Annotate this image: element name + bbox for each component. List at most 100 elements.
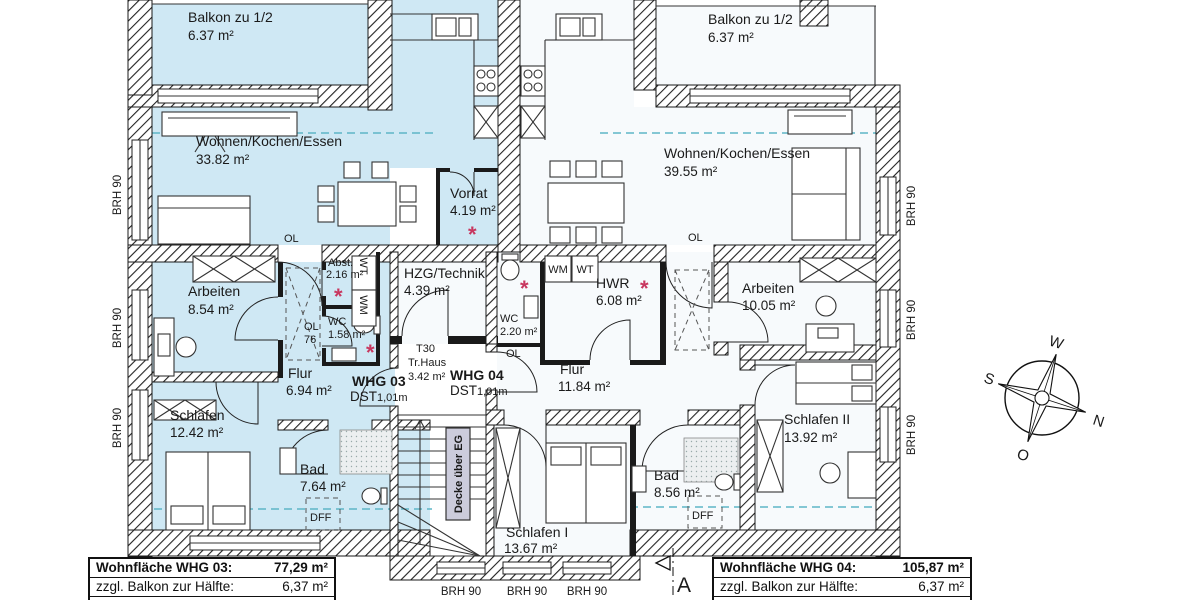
- brh-labels: BRH 90 BRH 90 BRH 90 BRH 90 BRH 90 BRH 9…: [112, 175, 918, 598]
- schlafen2-area: 13.92 m²: [784, 430, 838, 445]
- balcony03-area: 6.37 m²: [188, 28, 234, 43]
- row-label: zzgl. Balkon zur Hälfte:: [720, 579, 859, 594]
- balcony04-area: 6.37 m²: [708, 30, 754, 45]
- schlafen2-name: Schlafen II: [784, 411, 850, 427]
- brh-right-2: BRH 90: [906, 300, 918, 340]
- arbeiten03-area: 8.54 m²: [188, 302, 234, 317]
- compass-rose: N S W O: [982, 333, 1107, 466]
- balcony03-name: Balkon zu 1/2: [188, 9, 273, 25]
- dashed-closets: [285, 267, 723, 531]
- brh-left-2: BRH 90: [112, 308, 124, 348]
- abst-area: 2.16 m²: [326, 269, 364, 281]
- row-label: Wohnfläche WHG 04:: [720, 560, 857, 575]
- row-label: zzgl. Balkon zur Hälfte:: [96, 579, 235, 594]
- abst-wt: WT: [357, 257, 369, 274]
- kitchen-left: [390, 13, 499, 140]
- flur04-name: Flur: [560, 361, 584, 377]
- schlafen1-furniture: [495, 427, 627, 529]
- abst-wm: WM: [357, 295, 369, 315]
- brh-bottom-1: BRH 90: [441, 586, 481, 598]
- ol-label-center: OL: [506, 348, 521, 360]
- schlafen03-name: Schlafen: [170, 407, 224, 423]
- dff04-label: DFF: [692, 510, 714, 522]
- sanitary-fixtures: [279, 253, 741, 505]
- brh-left-1: BRH 90: [112, 175, 124, 215]
- asterisk-wc03: *: [366, 340, 375, 365]
- table-row: Wohnfläche WHG 03: 77,29 m²: [90, 559, 334, 578]
- ol-label-04: OL: [688, 232, 703, 244]
- bad03-area: 7.64 m²: [300, 479, 346, 494]
- section-marker: A: [654, 548, 691, 597]
- wc03-area: 1.58 m²: [328, 329, 366, 341]
- trhaus-name: Tr.Haus: [408, 357, 447, 369]
- whg04-label: WHG 04: [450, 367, 504, 383]
- vorrat-area: 4.19 m²: [450, 203, 496, 218]
- asterisk-wc04: *: [520, 276, 529, 301]
- brh-left-3: BRH 90: [112, 408, 124, 448]
- whg03-dst: DST1,01m: [350, 389, 408, 404]
- table-row: zzgl. Balkon zur Hälfte: 6,37 m²: [90, 578, 334, 597]
- arbeiten04-furniture: [799, 257, 877, 353]
- living03-name: Wohnen/Kochen/Essen: [196, 133, 342, 149]
- compass-w: W: [1047, 333, 1067, 354]
- compass-s: S: [982, 370, 997, 389]
- schlafen03-area: 12.42 m²: [170, 425, 224, 440]
- bad04-area: 8.56 m²: [654, 485, 700, 500]
- living03-furniture: [157, 111, 417, 245]
- brh-bottom-3: BRH 90: [567, 586, 607, 598]
- section-marker-letter: A: [677, 574, 691, 597]
- flur04-area: 11.84 m²: [558, 379, 611, 394]
- schlafen03-furniture: [153, 399, 251, 531]
- living04-name: Wohnen/Kochen/Essen: [664, 145, 810, 161]
- flur03-name: Flur: [288, 365, 312, 381]
- trhaus-area: 3.42 m²: [408, 371, 446, 383]
- bad03-name: Bad: [300, 461, 325, 477]
- wc04-area: 2.20 m²: [500, 326, 538, 338]
- brh-right-3: BRH 90: [906, 415, 918, 455]
- abst-name: Abst.: [328, 257, 353, 269]
- doors: [215, 171, 796, 475]
- asterisk-vorrat: *: [468, 222, 477, 247]
- hzg-name: HZG/Technik: [404, 265, 486, 281]
- brh-right-1: BRH 90: [906, 186, 918, 226]
- row-value: 83,66 m²: [274, 598, 328, 600]
- schlafen1-name: Schlafen I: [506, 524, 568, 540]
- schlafen2-furniture: [756, 361, 877, 499]
- hwr-wm: WM: [548, 264, 568, 276]
- whg04-dst: DST1,01m: [450, 383, 508, 398]
- row-value: 6,37 m²: [282, 579, 328, 594]
- wc03-name: WC: [328, 316, 346, 328]
- living03-area: 33.82 m²: [196, 152, 250, 167]
- living04-area: 39.55 m²: [664, 164, 718, 179]
- arbeiten04-name: Arbeiten: [742, 280, 794, 296]
- windows: [131, 88, 897, 575]
- row-label: Gesamt:: [720, 598, 774, 600]
- brh-bottom-2: BRH 90: [507, 586, 547, 598]
- t30-label: T30: [416, 343, 435, 355]
- row-label: Wohnfläche WHG 03:: [96, 560, 233, 575]
- row-value: 105,87 m²: [902, 560, 964, 575]
- decke-ueber-eg-label: Decke über EG: [453, 435, 465, 513]
- room-labels: Balkon zu 1/2 6.37 m² Balkon zu 1/2 6.37…: [170, 9, 850, 556]
- compass-n: N: [1091, 412, 1107, 432]
- dff03-label: DFF: [310, 512, 332, 524]
- hzg-area: 4.39 m²: [404, 283, 450, 298]
- whg03-label: WHG 03: [352, 373, 406, 389]
- row-label: Gesamt:: [96, 598, 150, 600]
- bad04-name: Bad: [654, 467, 679, 483]
- vorrat-name: Vorrat: [450, 185, 487, 201]
- hwr-area: 6.08 m²: [596, 293, 642, 308]
- decke-ueber-eg-box: [445, 427, 471, 521]
- hwr-name: HWR: [596, 275, 629, 291]
- row-value: 77,29 m²: [273, 560, 328, 575]
- table-row: Gesamt: 83,66 m²: [90, 597, 334, 600]
- wc04-name: WC: [500, 313, 518, 325]
- compass-o: O: [1015, 446, 1031, 466]
- flur03-area: 6.94 m²: [286, 383, 332, 398]
- roof-height-dashed-lines: [128, 132, 898, 510]
- ol-wc-label: OL: [304, 321, 319, 333]
- unit-entry-labels: WHG 03 DST1,01m WHG 04 DST1,01m: [350, 367, 508, 404]
- table-row: Wohnfläche WHG 04: 105,87 m²: [714, 559, 970, 578]
